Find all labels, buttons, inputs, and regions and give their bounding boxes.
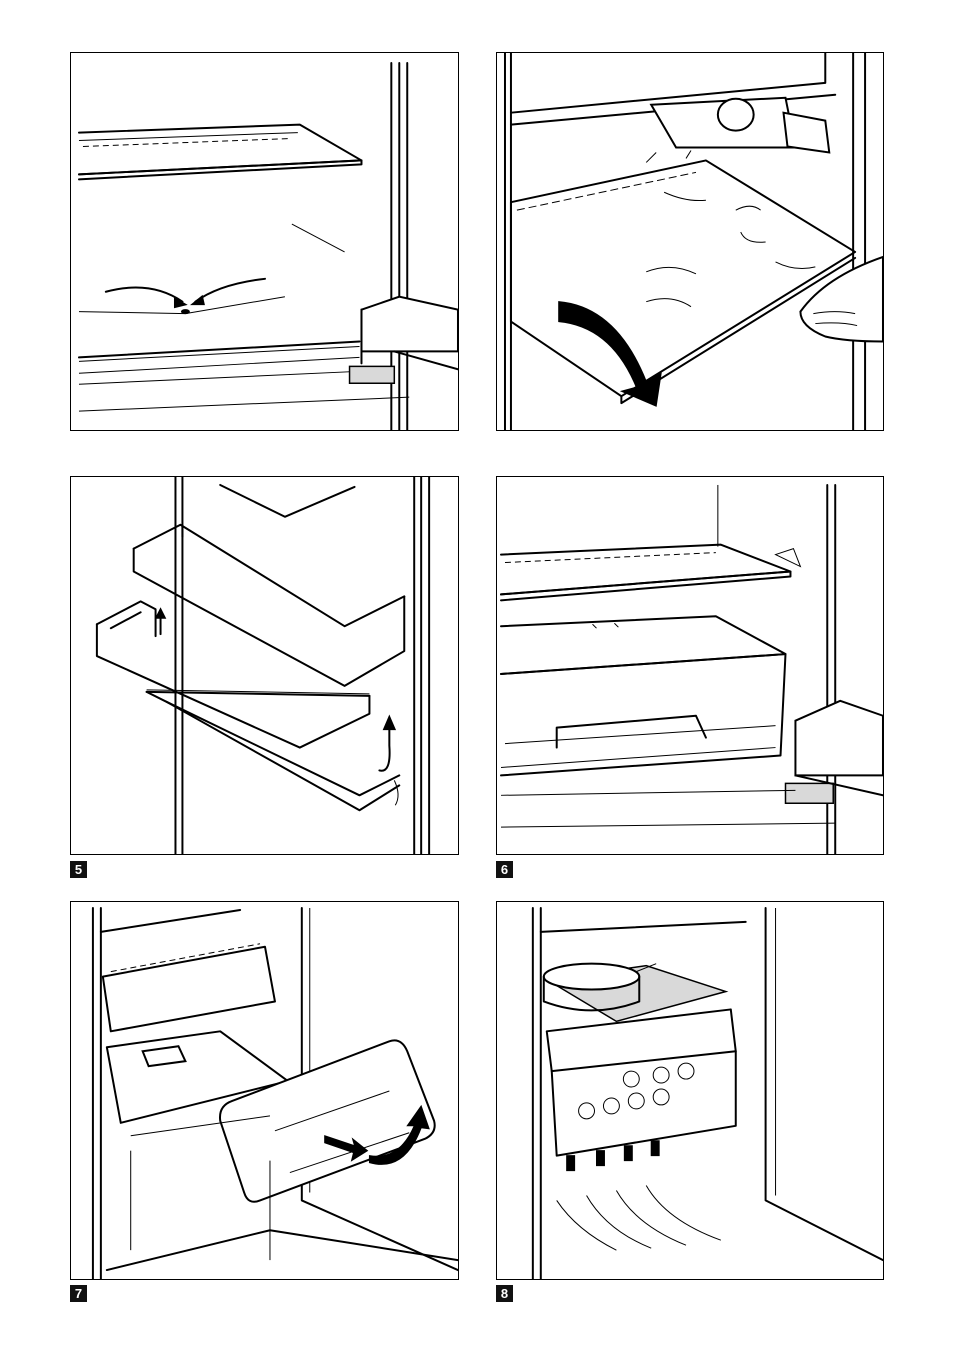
figure-number-6: 6 [496,861,513,878]
figure-number-7: 7 [70,1285,87,1302]
figure-number-8: 8 [496,1285,513,1302]
freezer-rack-drawing [497,902,883,1279]
illustration-door-bins [70,476,459,855]
illustration-shelf-crisper [496,476,884,855]
shelf-center-arrows-drawing [71,53,458,430]
illustration-freezer-flap [70,901,459,1280]
illustration-shelf-center-arrows [70,52,459,431]
remove-glass-shelf-drawing [497,53,883,430]
door-bins-drawing [71,477,458,854]
freezer-flap-drawing [71,902,458,1279]
illustration-freezer-rack [496,901,884,1280]
shelf-crisper-drawing [497,477,883,854]
illustration-remove-glass-shelf [496,52,884,431]
figure-number-5: 5 [70,861,87,878]
